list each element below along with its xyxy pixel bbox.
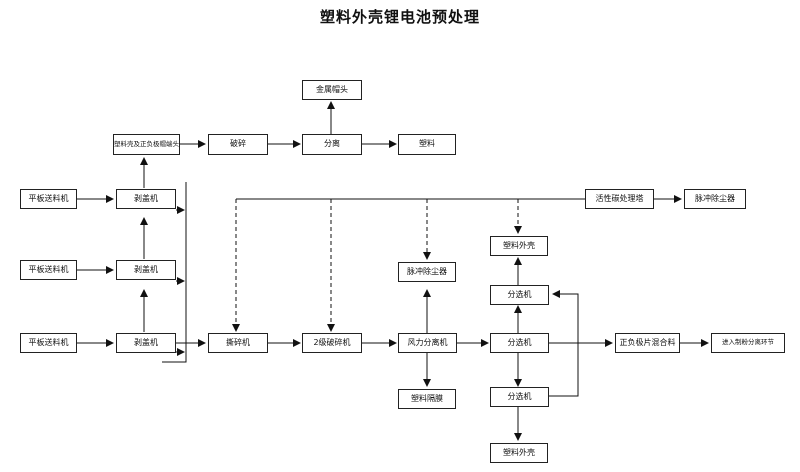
tear-crusher-box: 撕碎机	[208, 333, 268, 353]
collector-bracket	[162, 182, 187, 363]
feeder-box-2: 平板送料机	[20, 260, 77, 280]
feeder-box-1: 平板送料机	[20, 189, 77, 209]
stripper-box-1: 剥盖机	[116, 189, 176, 209]
loop-lower-to-upper	[549, 290, 579, 397]
sorter-lower-box: 分选机	[490, 387, 549, 407]
plastic-film-box: 塑料隔膜	[398, 389, 456, 409]
wind-separator-box: 风力分离机	[398, 333, 457, 353]
stripper-box-3: 剥盖机	[116, 333, 176, 353]
stripper-box-2: 剥盖机	[116, 260, 176, 280]
secondary-crusher-box: 2级破碎机	[302, 333, 362, 353]
plastic-shell-bottom-box: 塑料外壳	[490, 443, 548, 463]
metal-terminal-box: 金属帽头	[302, 80, 362, 100]
feeder-box-3: 平板送料机	[20, 333, 77, 353]
crusher-box: 破碎	[208, 134, 268, 155]
sorter-upper-box: 分选机	[490, 285, 549, 305]
separate-box: 分离	[302, 134, 362, 155]
plastic-shell-terminal-box: 塑料壳及正负极帽端头	[113, 134, 180, 155]
pulse-dust-collector-mid-box: 脉冲除尘器	[398, 262, 456, 282]
activated-carbon-tower-box: 活性碳处理塔	[585, 189, 654, 209]
next-process-box: 进入制粉分离环节	[711, 333, 785, 353]
pulse-dust-collector-top-box: 脉冲除尘器	[684, 189, 746, 209]
plastic-box: 塑料	[398, 134, 456, 155]
sorter-main-box: 分选机	[490, 333, 549, 353]
diagram-title: 塑料外壳锂电池预处理	[319, 8, 480, 26]
electrode-mix-box: 正负极片混合料	[615, 333, 680, 353]
plastic-shell-top-box: 塑料外壳	[490, 236, 548, 256]
